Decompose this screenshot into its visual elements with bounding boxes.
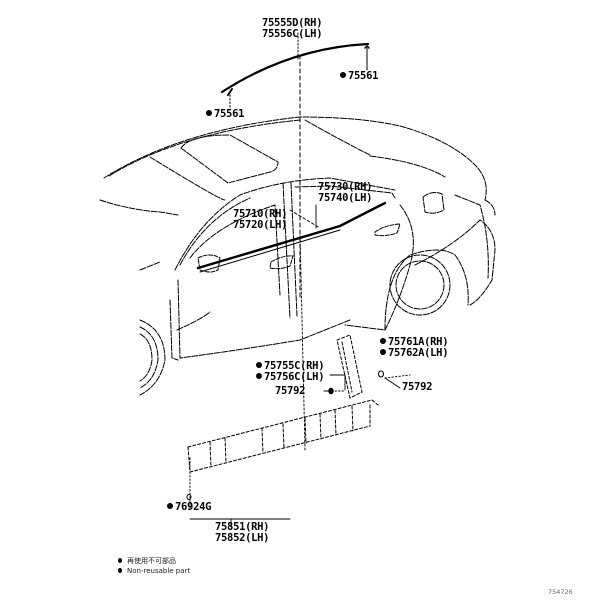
center-pillar-garnish-part — [336, 334, 363, 399]
part-number-front-belt-rh[interactable]: 75710(RH) — [233, 208, 288, 220]
part-number-rocker-clip[interactable]: 76924G — [175, 501, 212, 513]
part-number-center-garnish-lh[interactable]: 75756C(LH) — [264, 371, 325, 383]
label-roof-molding: 75555D(RH) 75556C(LH) — [262, 17, 323, 40]
legend-item-english: Non-reusable part — [118, 566, 190, 576]
part-number-clip-center[interactable]: 75792 — [275, 385, 306, 397]
label-clip-center: 75792 — [275, 386, 305, 397]
part-number-roof-molding-lh[interactable]: 75556C(LH) — [262, 28, 323, 40]
leader-lines — [189, 204, 411, 528]
rocker-molding-part — [187, 399, 379, 473]
label-center-pillar-garnish: 75755C(RH) 75756C(LH) — [256, 360, 325, 383]
part-number-clip-rear[interactable]: 75792 — [402, 381, 433, 393]
roof-molding-part — [220, 32, 370, 301]
label-roof-clip-left: 75561 — [206, 109, 244, 120]
label-rear-pillar-garnish: 75761A(RH) 75762A(LH) — [380, 336, 449, 359]
part-number-rear-belt-rh[interactable]: 75730(RH) — [318, 181, 373, 193]
legend: 再使用不可部品 Non-reusable part — [118, 556, 190, 576]
part-number-rocker-lh[interactable]: 75852(LH) — [215, 532, 270, 544]
part-number-rocker-rh[interactable]: 75851(RH) — [215, 521, 270, 533]
part-number-roof-clip-right[interactable]: 75561 — [348, 70, 379, 82]
non-reusable-dot-icon — [167, 503, 173, 509]
label-rocker-clip: 76924G — [167, 502, 211, 513]
legend-item-japanese: 再使用不可部品 — [118, 556, 190, 566]
non-reusable-dot-icon — [380, 349, 386, 355]
non-reusable-dot-icon — [256, 362, 262, 368]
label-clip-rear: 75792 — [402, 382, 432, 393]
label-rear-door-belt-molding: 75730(RH) 75740(LH) — [318, 181, 373, 204]
belt-moldings — [196, 201, 401, 273]
filled-dot-icon — [118, 568, 122, 573]
part-number-rear-garnish-lh[interactable]: 75762A(LH) — [388, 347, 449, 359]
part-number-roof-molding-rh[interactable]: 75555D(RH) — [262, 17, 323, 29]
figure-code: 754726 — [548, 588, 573, 596]
label-roof-clip-right: 75561 — [340, 71, 378, 82]
part-number-rear-garnish-rh[interactable]: 75761A(RH) — [388, 336, 449, 348]
car-body-outline — [99, 116, 496, 396]
part-number-center-garnish-rh[interactable]: 75755C(RH) — [264, 360, 325, 372]
part-number-roof-clip-left[interactable]: 75561 — [214, 108, 245, 120]
non-reusable-dot-icon — [380, 338, 386, 344]
non-reusable-dot-icon — [206, 110, 212, 116]
rocker-clip-part — [186, 494, 192, 500]
label-rocker-molding: 75851(RH) 75852(LH) — [215, 521, 270, 544]
label-front-door-belt-molding: 75710(RH) 75720(LH) — [233, 208, 288, 231]
non-reusable-dot-icon — [256, 373, 262, 379]
clip-75792-parts — [328, 370, 384, 395]
part-number-front-belt-lh[interactable]: 75720(LH) — [233, 219, 288, 231]
part-number-rear-belt-lh[interactable]: 75740(LH) — [318, 192, 373, 204]
non-reusable-dot-icon — [340, 72, 346, 78]
filled-dot-icon — [118, 558, 122, 563]
